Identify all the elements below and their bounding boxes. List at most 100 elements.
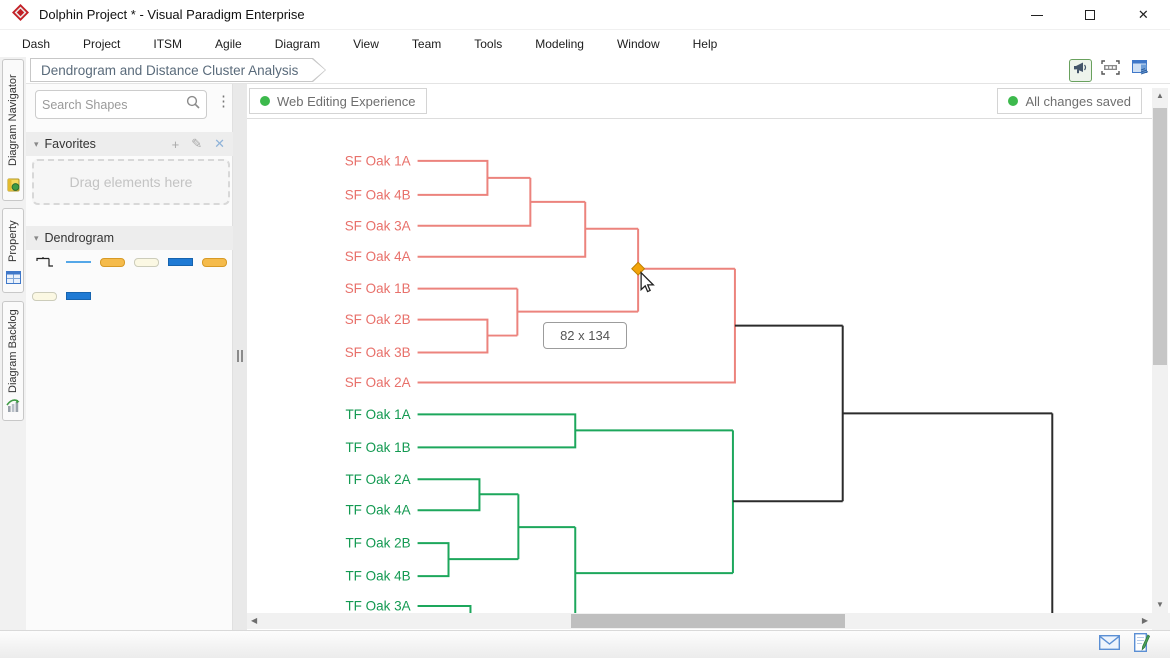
green-dot-icon bbox=[260, 96, 270, 106]
search-shapes-box bbox=[35, 90, 207, 119]
splitter-grip-icon[interactable] bbox=[237, 350, 243, 362]
horizontal-scrollbar[interactable]: ◀ ▶ bbox=[247, 613, 1152, 629]
amber-node-shape[interactable] bbox=[100, 257, 125, 267]
close-button[interactable]: ✕ bbox=[1137, 7, 1149, 22]
menu-item-dash[interactable]: Dash bbox=[22, 36, 51, 51]
window-title: Dolphin Project * - Visual Paradigm Ente… bbox=[39, 7, 305, 22]
add-favorite-icon[interactable]: + bbox=[171, 136, 180, 152]
dendrogram-edge-sf-oak[interactable] bbox=[417, 177, 532, 227]
dendrogram-leaf-label[interactable]: SF Oak 4A bbox=[345, 249, 411, 264]
web-editing-badge: Web Editing Experience bbox=[249, 88, 427, 114]
blue-node-shape[interactable] bbox=[168, 258, 193, 266]
dendrogram-leaf-label[interactable]: SF Oak 2B bbox=[345, 312, 411, 327]
tab-property[interactable]: Property bbox=[2, 208, 24, 293]
dendrogram-edge-tf-oak[interactable] bbox=[417, 542, 450, 578]
vertical-scroll-thumb[interactable] bbox=[1153, 108, 1167, 365]
changes-saved-badge: All changes saved bbox=[997, 88, 1142, 114]
dendrogram-leaf-label[interactable]: SF Oak 4B bbox=[345, 187, 411, 202]
dendrogram-edge-sf-oak[interactable] bbox=[417, 268, 736, 384]
menu-item-agile[interactable]: Agile bbox=[215, 36, 242, 51]
menu-item-view[interactable]: View bbox=[353, 36, 379, 51]
toolbar: Dendrogram and Distance Cluster Analysis bbox=[26, 57, 1170, 84]
dendrogram-leaf-label[interactable]: TF Oak 4B bbox=[345, 569, 410, 584]
presentation-button[interactable] bbox=[1099, 59, 1122, 82]
shape-palette bbox=[32, 256, 230, 324]
menu-item-project[interactable]: Project bbox=[83, 36, 121, 51]
mouse-cursor-icon bbox=[640, 271, 655, 293]
menu-item-team[interactable]: Team bbox=[411, 36, 442, 51]
horizontal-scroll-thumb[interactable] bbox=[571, 614, 845, 628]
dendrogram-leaf-label[interactable]: TF Oak 1B bbox=[345, 440, 410, 455]
dendrogram-leaf-label[interactable]: TF Oak 2A bbox=[345, 472, 410, 487]
dendrogram-leaf-label[interactable]: SF Oak 2A bbox=[345, 375, 411, 390]
dendrogram-edge-tf-oak[interactable] bbox=[417, 478, 481, 512]
menu-item-itsm[interactable]: ITSM bbox=[153, 36, 183, 51]
dendrogram-edge-sf-oak[interactable] bbox=[417, 159, 489, 196]
dendrogram-diagram[interactable]: SF Oak 1A SF Oak 4B SF Oak 3A SF Oak 4A SF O… bbox=[247, 118, 1152, 613]
dendrogram-edge-tf-oak[interactable] bbox=[417, 605, 472, 613]
favorites-drop-zone[interactable]: Drag elements here bbox=[32, 159, 230, 205]
scroll-right-icon[interactable]: ▶ bbox=[1141, 616, 1148, 625]
scroll-down-icon[interactable]: ▼ bbox=[1156, 600, 1164, 609]
diagram-backlog-icon bbox=[5, 399, 21, 417]
tab-diagram-backlog[interactable]: Diagram Backlog bbox=[2, 301, 24, 421]
selection-handle-icon[interactable] bbox=[631, 261, 646, 276]
megaphone-icon bbox=[1073, 61, 1088, 80]
menu-item-window[interactable]: Window bbox=[616, 36, 660, 51]
menu-item-tools[interactable]: Tools bbox=[474, 36, 503, 51]
blue-node-shape[interactable] bbox=[66, 292, 91, 300]
dendrogram-edge-sf-oak[interactable] bbox=[417, 318, 489, 354]
menu-item-diagram[interactable]: Diagram bbox=[274, 36, 321, 51]
announcement-button[interactable] bbox=[1069, 58, 1092, 82]
scroll-up-icon[interactable]: ▲ bbox=[1156, 91, 1164, 100]
dendrogram-leaf-label[interactable]: TF Oak 4A bbox=[345, 503, 410, 518]
blue-line-shape[interactable] bbox=[66, 261, 91, 263]
filmstrip-icon bbox=[1101, 60, 1120, 80]
dendrogram-edge-sf-oak[interactable] bbox=[417, 201, 587, 258]
breadcrumb[interactable]: Dendrogram and Distance Cluster Analysis bbox=[30, 58, 326, 82]
message-envelope-icon[interactable] bbox=[1098, 634, 1121, 655]
dendrogram-leaf-label[interactable]: SF Oak 3A bbox=[345, 218, 411, 233]
amber-node-shape[interactable] bbox=[202, 257, 227, 267]
scroll-left-icon[interactable]: ◀ bbox=[251, 616, 258, 625]
close-favorites-icon[interactable]: ✕ bbox=[214, 136, 225, 151]
favorites-header[interactable]: ▾ Favorites + ✎ ✕ bbox=[26, 132, 233, 156]
dendrogram-leaf-label[interactable]: SF Oak 1B bbox=[345, 281, 411, 296]
minimize-button[interactable] bbox=[1022, 2, 1052, 28]
panel-layout-button[interactable] bbox=[1129, 59, 1152, 82]
menu-bar: Dash Project ITSM Agile Diagram View Team Tools… bbox=[0, 30, 1170, 57]
search-icon[interactable] bbox=[186, 95, 200, 114]
title-bar: Dolphin Project * - Visual Paradigm Ente… bbox=[0, 0, 1170, 30]
property-icon bbox=[5, 271, 21, 289]
menu-item-help[interactable]: Help bbox=[692, 36, 718, 51]
tab-diagram-navigator[interactable]: Diagram Navigator bbox=[2, 59, 24, 201]
cream-node-shape[interactable] bbox=[32, 291, 57, 301]
search-shapes-input[interactable] bbox=[42, 97, 186, 112]
maximize-button[interactable] bbox=[1075, 2, 1105, 28]
dendrogram-edge-tf-oak[interactable] bbox=[417, 413, 577, 449]
dendrogram-leaf-label[interactable]: TF Oak 3A bbox=[345, 599, 410, 613]
kebab-menu-icon[interactable]: ⋮ bbox=[216, 93, 231, 110]
side-tab-strip: Diagram Navigator Property Diagram Backl… bbox=[0, 57, 26, 630]
diagram-navigator-icon bbox=[6, 178, 21, 197]
diagram-canvas[interactable]: Web Editing Experience All changes saved… bbox=[247, 84, 1170, 630]
dendrogram-leaf-label[interactable]: TF Oak 1A bbox=[345, 407, 410, 422]
collapse-icon[interactable]: ▾ bbox=[34, 232, 39, 243]
panel-splitter[interactable] bbox=[233, 84, 247, 630]
cream-node-shape[interactable] bbox=[134, 257, 159, 267]
menu-item-modeling[interactable]: Modeling bbox=[535, 36, 584, 51]
dendrogram-section-header[interactable]: ▾ Dendrogram bbox=[26, 226, 233, 250]
dendrogram-leaf-label[interactable]: SF Oak 3B bbox=[345, 345, 411, 360]
shapes-panel: ⋮ ▾ Favorites + ✎ ✕ Drag elements here ▾… bbox=[26, 84, 233, 630]
edit-document-icon[interactable] bbox=[1133, 632, 1151, 657]
dendrogram-leaf-label[interactable]: TF Oak 2B bbox=[345, 536, 410, 551]
breadcrumb-label: Dendrogram and Distance Cluster Analysis bbox=[31, 59, 325, 81]
resize-tooltip: 82 x 134 bbox=[543, 322, 627, 349]
edit-favorites-icon[interactable]: ✎ bbox=[191, 136, 203, 151]
dendrogram-leaf-label[interactable]: SF Oak 1A bbox=[345, 153, 411, 168]
panel-layout-icon bbox=[1132, 60, 1149, 80]
collapse-icon[interactable]: ▾ bbox=[34, 138, 39, 149]
green-dot-icon bbox=[1008, 96, 1019, 106]
vertical-scrollbar[interactable]: ▲ ▼ bbox=[1152, 88, 1168, 613]
dendrogram-link-shape[interactable] bbox=[32, 256, 57, 268]
